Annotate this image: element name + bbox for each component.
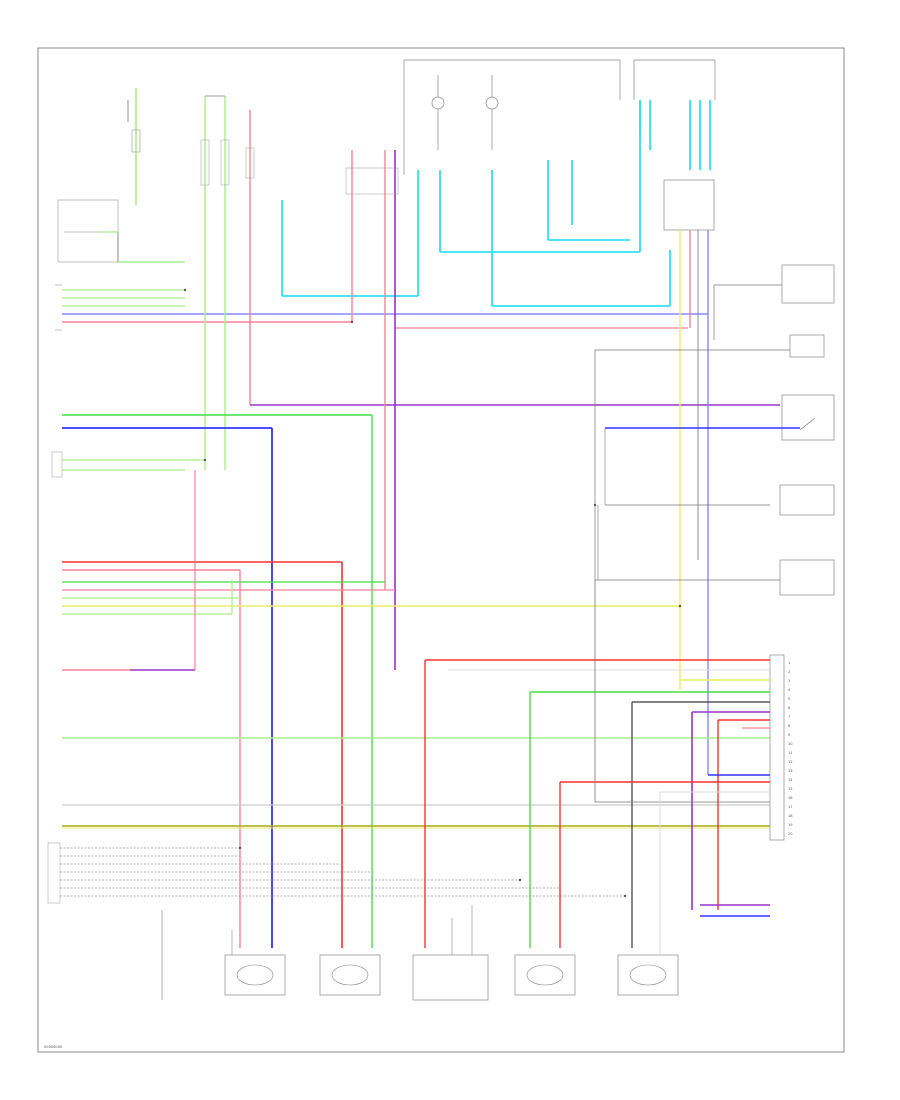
top-left-fuse (127, 88, 141, 205)
top-center-module (403, 59, 716, 175)
ecm-connector (424, 505, 785, 948)
left-mid-connector (51, 451, 205, 478)
sensor-1 (224, 930, 286, 996)
pin-number: 8 (788, 724, 791, 728)
pin-number: 1 (788, 661, 790, 665)
pin-number: 16 (788, 796, 793, 800)
pin-number: 5 (788, 697, 790, 701)
footer-code: 00000000 (44, 1045, 63, 1049)
pin-number: 13 (788, 769, 793, 773)
pin-number: 20 (788, 832, 793, 836)
upper-left-switch (57, 199, 185, 263)
pin-number: 11 (788, 751, 793, 755)
bottom-left-bundle (47, 842, 625, 1000)
light-blue-harness (281, 100, 711, 307)
pin-number: 14 (788, 778, 793, 782)
pin-number: 2 (788, 670, 790, 674)
pin-number: 19 (788, 823, 793, 827)
right-top-boxes (594, 264, 835, 596)
pin-number: 12 (788, 760, 793, 764)
red-purple-run (245, 110, 780, 406)
sensor-4 (514, 954, 576, 996)
left-connector-rows (55, 284, 708, 331)
lamp-icon (485, 96, 499, 110)
green-vertical-pair (200, 95, 230, 470)
pin-number: 18 (788, 814, 793, 818)
sensor-5 (617, 792, 679, 996)
green-run-415 (62, 414, 373, 948)
junction-dots (183, 288, 682, 898)
pin-number: 9 (788, 733, 791, 737)
blue-switch-run (62, 427, 800, 948)
left-signal-bundle (62, 561, 680, 948)
pin-number: 10 (788, 742, 793, 746)
pin-number: 4 (788, 688, 791, 692)
right-vertical-cluster (663, 179, 715, 775)
sensor-2 (319, 954, 381, 996)
pin-number: 17 (788, 805, 793, 809)
purple-pink-run (62, 470, 196, 671)
switch-3 (412, 905, 489, 1001)
pink-vertical-run (345, 150, 688, 670)
pin-number: 7 (788, 715, 790, 719)
diagram-frame (37, 47, 845, 1053)
lamp-icon (431, 96, 445, 110)
pin-number: 3 (788, 679, 790, 683)
pin-number: 6 (788, 706, 791, 710)
pin-number: 15 (788, 787, 793, 791)
